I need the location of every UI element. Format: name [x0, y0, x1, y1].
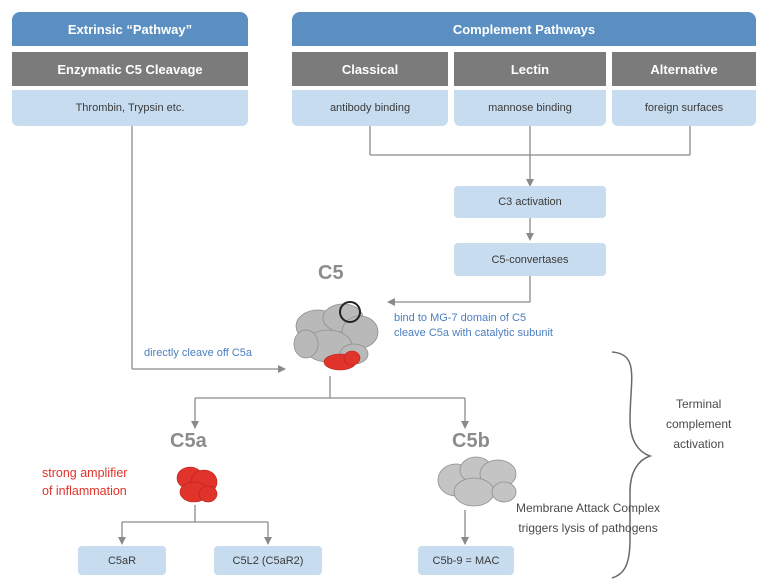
mac-description-line2: triggers lysis of pathogens: [518, 521, 658, 535]
c5-binding-text: bind to MG-7 domain of C5 cleave C5a wit…: [394, 311, 553, 341]
c5-label: C5: [318, 262, 344, 284]
c5-protein-image: [293, 301, 379, 371]
c5l2-receptor-box: C5L2 (C5aR2): [214, 546, 322, 575]
enzymatic-cleavage-header: Enzymatic C5 Cleavage: [12, 52, 248, 86]
complement-pathways-header: Complement Pathways: [292, 12, 756, 46]
mac-result-box: C5b-9 = MAC: [418, 546, 514, 575]
classical-trigger-box: antibody binding: [292, 90, 448, 126]
terminal-activation-label: Terminal complement activation: [666, 394, 731, 454]
inflammation-note-line1: strong amplifier: [42, 466, 128, 480]
terminal-line3: activation: [673, 437, 725, 451]
mac-description-line1: Membrane Attack Complex: [516, 501, 661, 515]
terminal-line2: complement: [666, 417, 732, 431]
c5b-protein-image: [437, 456, 517, 507]
extrinsic-examples-box: Thrombin, Trypsin etc.: [12, 90, 248, 126]
c5b-label: C5b: [452, 430, 490, 452]
lectin-pathway-header: Lectin: [454, 52, 606, 86]
inflammation-note-line2: of inflammation: [42, 484, 127, 498]
c5-convertases-box: C5-convertases: [454, 243, 606, 276]
c5a-protein-image: [176, 466, 218, 503]
mac-description: Membrane Attack Complex triggers lysis o…: [516, 498, 660, 538]
c5-binding-line2: cleave C5a with catalytic subunit: [394, 327, 553, 339]
lectin-trigger-box: mannose binding: [454, 90, 606, 126]
classical-pathway-header: Classical: [292, 52, 448, 86]
c3-activation-box: C3 activation: [454, 186, 606, 218]
direct-cleave-text: directly cleave off C5a: [144, 347, 253, 359]
alternative-pathway-header: Alternative: [612, 52, 756, 86]
alternative-trigger-box: foreign surfaces: [612, 90, 756, 126]
terminal-line1: Terminal: [676, 397, 722, 411]
inflammation-note: strong amplifier of inflammation: [42, 464, 127, 500]
c5a-label: C5a: [170, 430, 207, 452]
c5-binding-line1: bind to MG-7 domain of C5: [394, 312, 527, 324]
c5ar-receptor-box: C5aR: [78, 546, 166, 575]
extrinsic-pathway-header: Extrinsic “Pathway”: [12, 12, 248, 46]
